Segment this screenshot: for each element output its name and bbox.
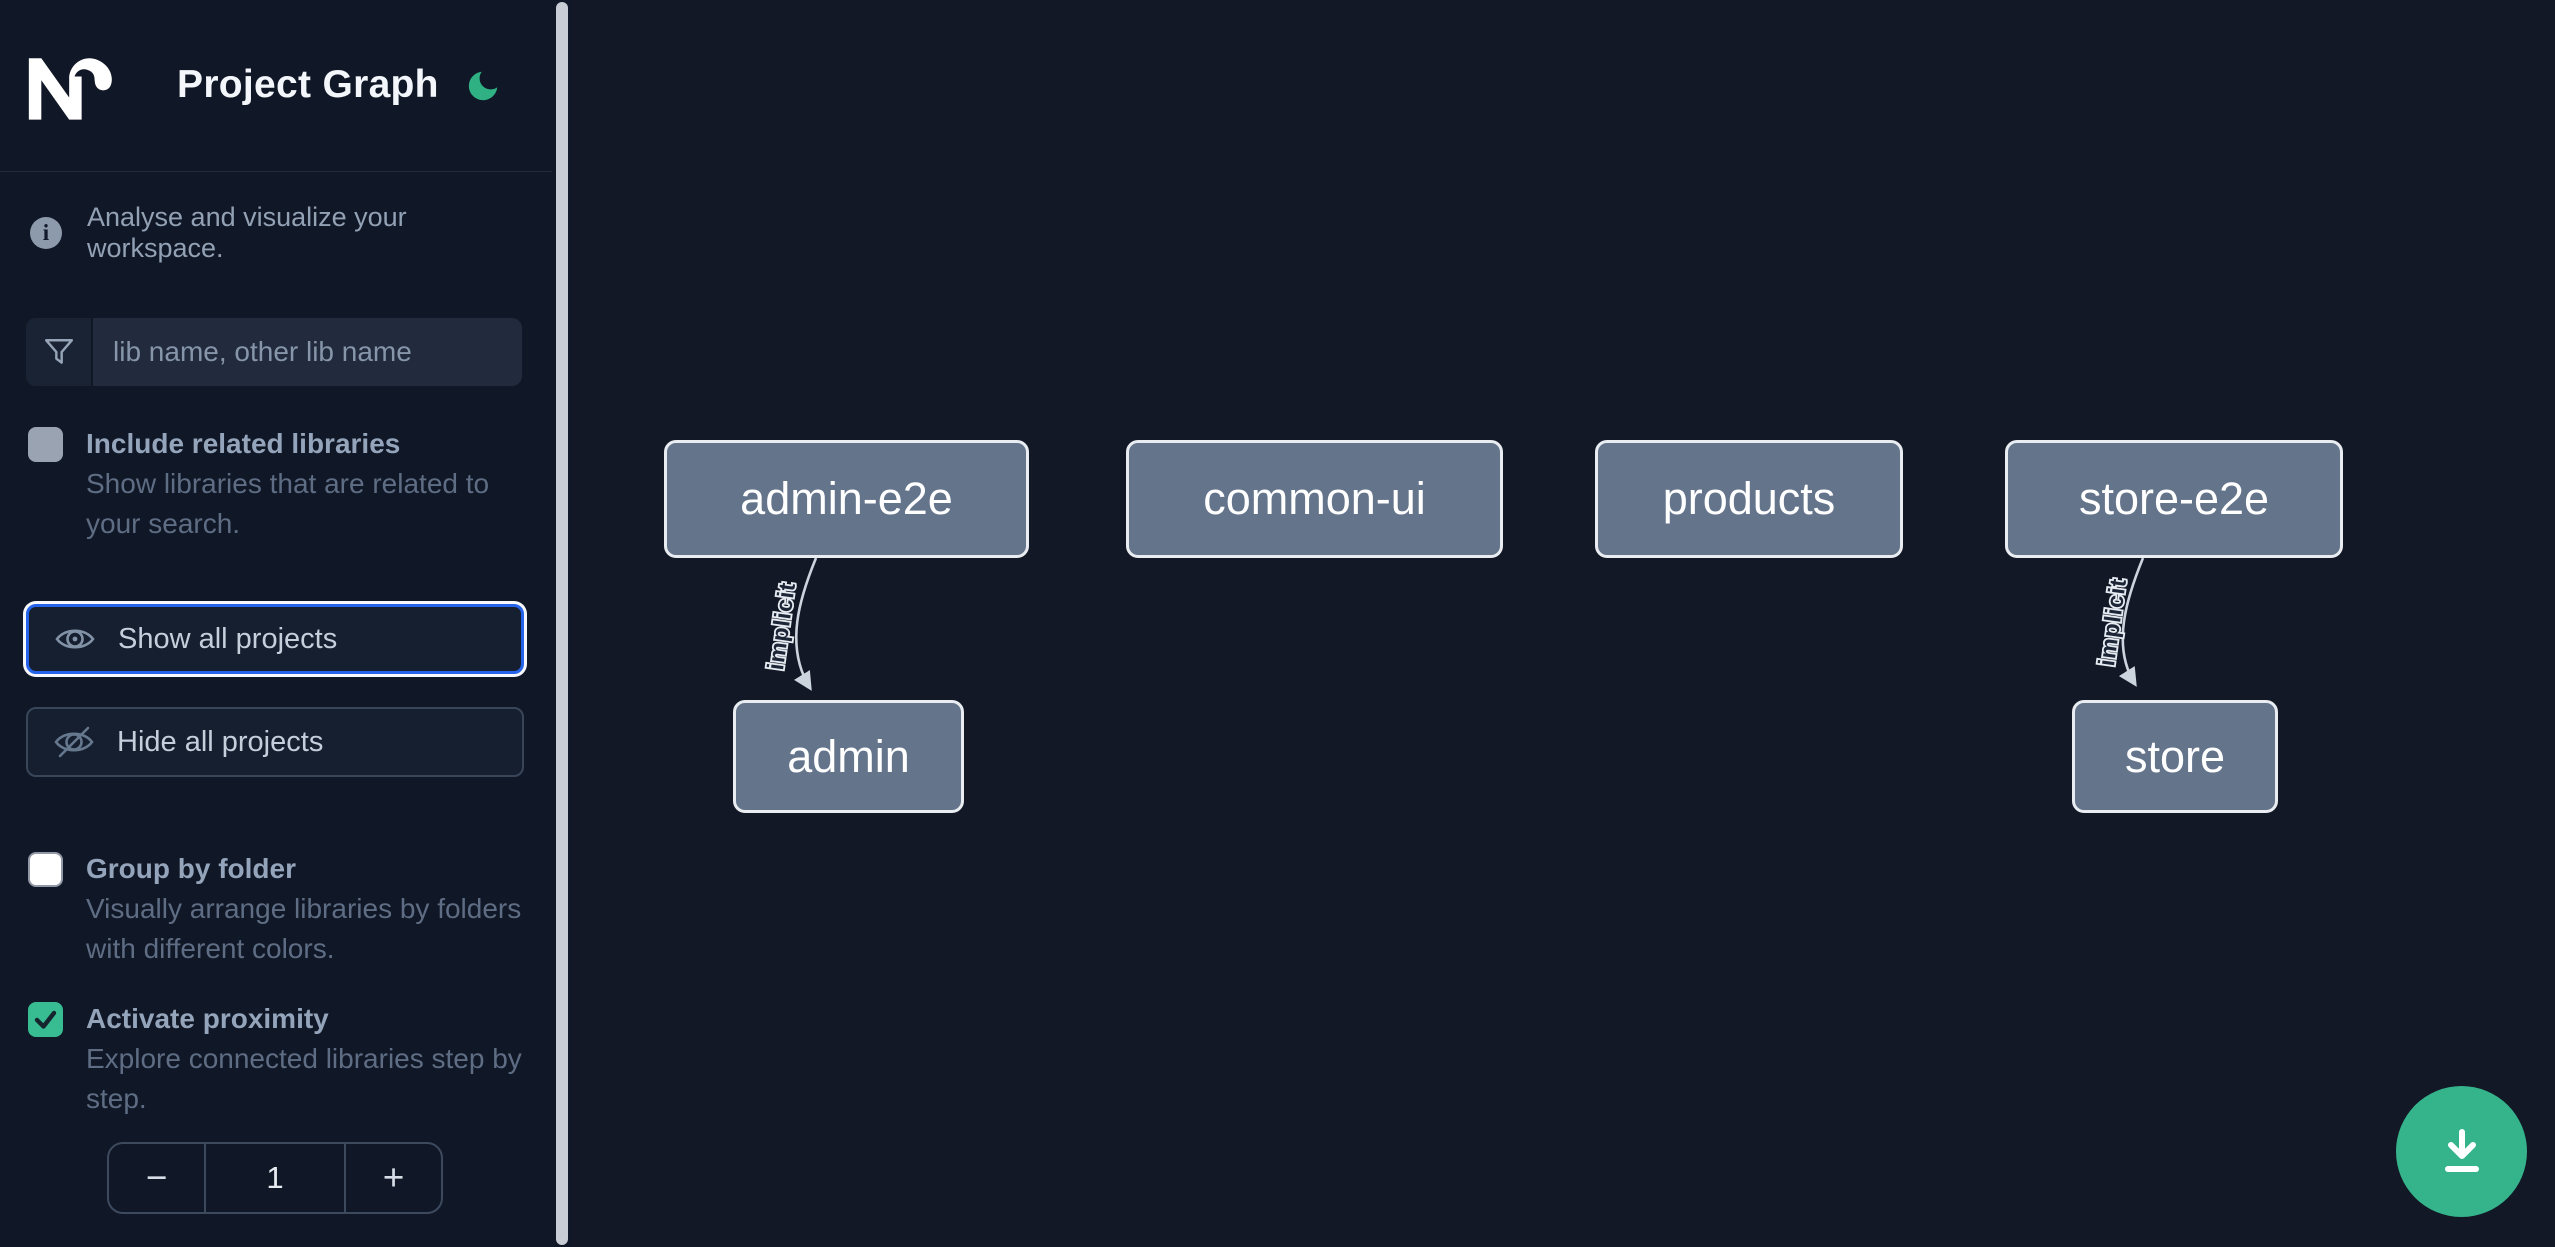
nx-logo-icon [28, 58, 112, 120]
stepper-value[interactable]: 1 [204, 1144, 346, 1212]
filter-input-group [26, 318, 522, 386]
graph-node-common-ui[interactable]: common-ui [1126, 440, 1503, 558]
eye-icon [55, 629, 95, 649]
option-label: Include related libraries [86, 428, 401, 459]
increase-button[interactable]: + [346, 1144, 441, 1212]
decrease-button[interactable]: − [109, 1144, 204, 1212]
moon-icon [468, 71, 498, 101]
info-text: Analyse and visualize your workspace. [87, 202, 407, 263]
graph-node-admin[interactable]: admin [733, 700, 964, 813]
graph-node-store-e2e[interactable]: store-e2e [2005, 440, 2343, 558]
button-label: Hide all projects [117, 725, 324, 758]
check-icon [34, 1010, 57, 1029]
option-group-by-folder: Group by folder Visually arrange librari… [28, 849, 524, 969]
download-icon [2444, 1128, 2479, 1172]
scrollbar-thumb[interactable] [556, 2, 568, 1245]
graph-edges: implicit implicit [760, 557, 2145, 691]
graph-node-products[interactable]: products [1595, 440, 1903, 558]
option-label: Group by folder [86, 853, 296, 884]
funnel-icon [26, 318, 93, 386]
option-activate-proximity: Activate proximity Explore connected lib… [28, 999, 524, 1119]
hide-all-projects-button[interactable]: Hide all projects [26, 707, 524, 777]
graph-canvas[interactable]: implicit implicit admin-e2e common-ui pr… [573, 0, 2555, 1247]
edge-label: implicit [762, 580, 800, 671]
edge-store-e2e-store [2118, 557, 2145, 687]
sidebar: Project Graph i Analyse and visualize yo… [0, 0, 552, 1247]
info-icon: i [30, 217, 62, 249]
activate-proximity-checkbox[interactable] [28, 1002, 63, 1037]
eye-off-icon [54, 726, 94, 758]
graph-node-store[interactable]: store [2072, 700, 2278, 813]
option-description: Show libraries that are related to your … [86, 468, 490, 539]
sidebar-scrollbar [552, 0, 573, 1247]
edge-label: implicit [2093, 576, 2131, 667]
sidebar-header: Project Graph [0, 0, 552, 172]
option-label: Activate proximity [86, 1003, 329, 1034]
option-include-related-libraries: Include related libraries Show libraries… [28, 424, 524, 544]
search-input[interactable] [93, 318, 522, 386]
option-description: Explore connected libraries step by step… [86, 1043, 522, 1114]
group-by-folder-checkbox[interactable] [28, 852, 63, 887]
button-label: Show all projects [118, 622, 338, 655]
include-related-checkbox[interactable] [28, 427, 63, 462]
download-image-button[interactable] [2396, 1086, 2527, 1217]
page-title: Project Graph [177, 63, 439, 106]
edge-admin-e2e-admin [793, 557, 818, 691]
theme-toggle-button[interactable] [459, 62, 507, 110]
option-description: Visually arrange libraries by folders wi… [86, 893, 522, 964]
graph-node-admin-e2e[interactable]: admin-e2e [664, 440, 1029, 558]
proximity-stepper: − 1 + [107, 1142, 443, 1214]
show-all-projects-button[interactable]: Show all projects [26, 604, 524, 674]
workspace-info-row: i Analyse and visualize your workspace. [30, 202, 530, 264]
